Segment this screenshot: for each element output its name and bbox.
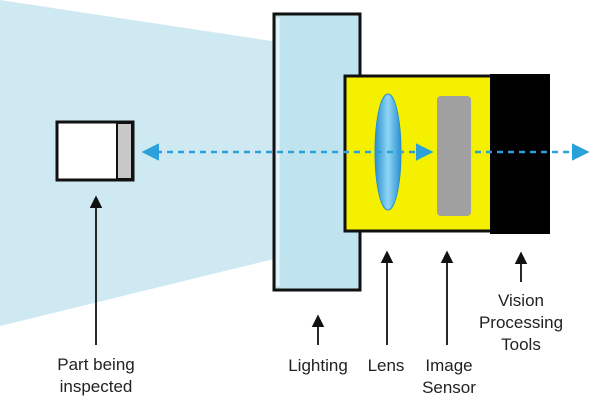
label-part-line2: inspected [59,377,133,396]
vision-processing-tools-block [490,74,550,234]
label-part-being-inspected: Part being inspected [57,354,135,398]
label-tools-line2: Processing [478,313,564,332]
label-sensor-line1: Image [425,356,473,375]
inspected-part [55,120,135,182]
label-sensor-line2: Sensor [422,378,476,397]
camera-body [343,74,497,233]
label-tools-line1: Vision [497,291,544,310]
light-beam [0,0,278,326]
label-lens: Lens [367,356,405,375]
image-sensor [437,96,471,216]
label-tools-line3: Tools [501,335,541,354]
label-image-sensor: Image Sensor [422,355,476,399]
label-vision-processing-tools: Vision Processing Tools [479,290,563,356]
label-part-line1: Part being [57,355,135,374]
label-lighting: Lighting [288,356,348,375]
